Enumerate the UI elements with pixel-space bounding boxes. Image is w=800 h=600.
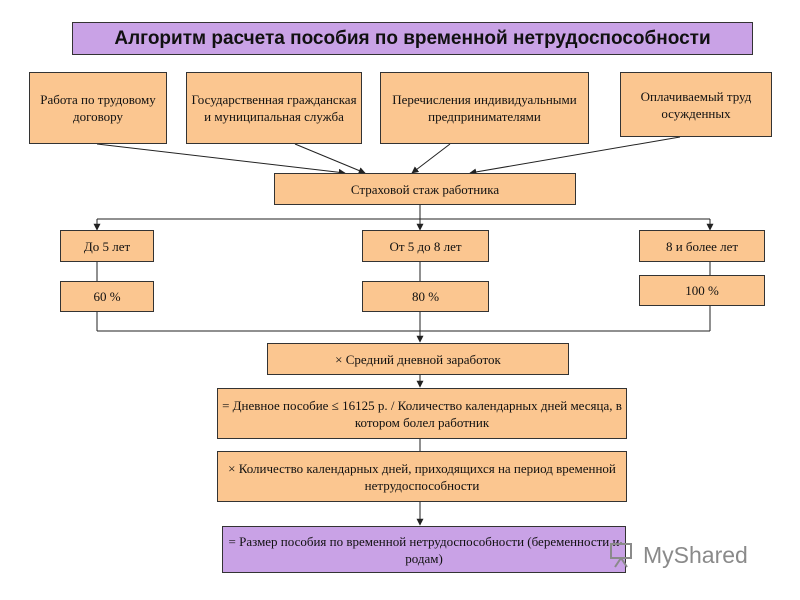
avg-daily-earnings-box: × Средний дневной заработок xyxy=(267,343,569,375)
bracket-under-5: До 5 лет xyxy=(60,230,154,262)
benefit-result-box: = Размер пособия по временной нетрудоспо… xyxy=(222,526,626,573)
arrow-source-2 xyxy=(294,143,366,174)
insurance-experience-box: Страховой стаж работника xyxy=(274,173,576,205)
presentation-icon xyxy=(610,542,632,568)
arrow-source-1 xyxy=(96,143,346,176)
bracket-5-to-8: От 5 до 8 лет xyxy=(362,230,489,262)
arrow-source-3 xyxy=(411,143,451,174)
source-convict-labor: Оплачиваемый труд осужденных xyxy=(620,72,772,137)
watermark-text: MyShared xyxy=(643,541,748,568)
percent-100: 100 % xyxy=(639,275,765,306)
source-entrepreneurs: Перечисления индивидуальными предпринима… xyxy=(380,72,589,144)
source-civil-service: Государственная гражданская и муниципаль… xyxy=(186,72,362,144)
daily-benefit-box: = Дневное пособие ≤ 16125 р. / Количеств… xyxy=(217,388,627,439)
page-title: Алгоритм расчета пособия по временной не… xyxy=(72,22,753,55)
source-labor-contract: Работа по трудовому договору xyxy=(29,72,167,144)
percent-80: 80 % xyxy=(362,281,489,312)
arrow-source-4 xyxy=(469,136,681,176)
bracket-8-plus: 8 и более лет xyxy=(639,230,765,262)
percent-60: 60 % xyxy=(60,281,154,312)
calendar-days-box: × Количество календарных дней, приходящи… xyxy=(217,451,627,502)
watermark: MyShared xyxy=(607,536,777,574)
